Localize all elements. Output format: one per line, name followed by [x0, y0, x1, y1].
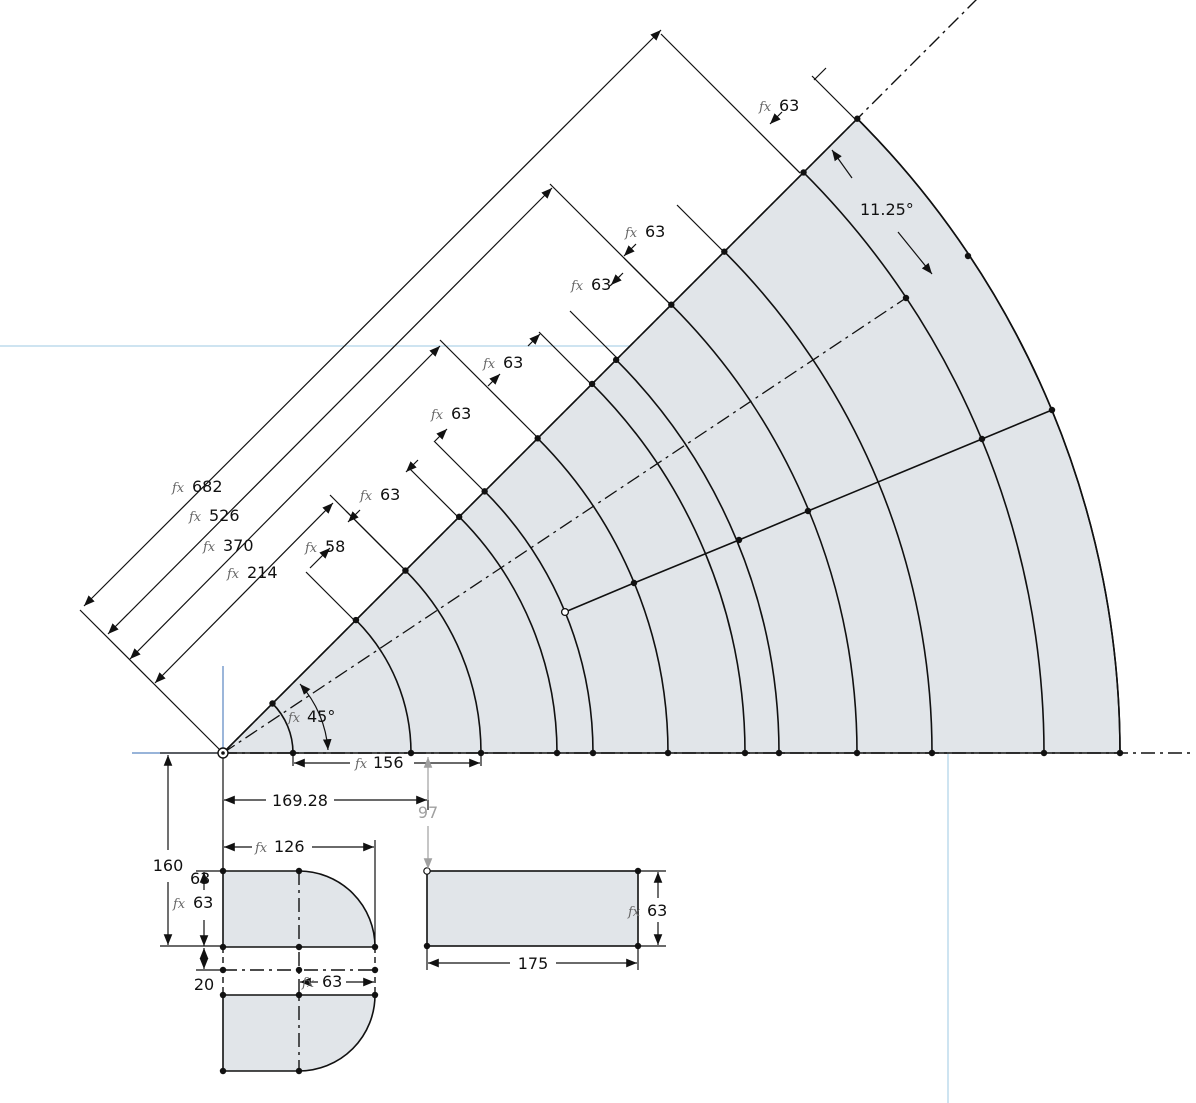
sketch-point[interactable]	[630, 579, 638, 587]
fx-icon: fx	[482, 357, 496, 372]
dim-step-4[interactable]: fx 63	[570, 275, 611, 294]
dim-step-2-value: 63	[451, 404, 471, 423]
dim-step-5-value: 63	[645, 222, 665, 241]
fx-icon: fx	[171, 481, 185, 496]
dim-split-angle[interactable]: 11.25°	[860, 200, 914, 219]
dim-aligned-370-value: 370	[223, 536, 254, 555]
dim-rectangle-height-value: 63	[647, 901, 667, 920]
sketch-point[interactable]	[735, 536, 743, 544]
fan-sector[interactable]	[221, 117, 1121, 754]
dim-vertical-offset-value: 160	[153, 856, 184, 875]
dim-first-offset[interactable]: fx 58	[304, 537, 345, 556]
dim-split-angle-value: 11.25°	[860, 200, 914, 219]
dim-aligned-370[interactable]: fx 370	[202, 536, 254, 555]
sketch-point[interactable]	[978, 435, 986, 443]
reference-dimension[interactable]: 97	[418, 757, 438, 869]
dim-step-6-value: 63	[779, 96, 799, 115]
dim-step-3-value: 63	[503, 353, 523, 372]
dim-step-1[interactable]: fx 63	[359, 485, 400, 504]
sketch-point[interactable]	[588, 380, 596, 388]
profile-points[interactable]	[219, 867, 642, 1075]
dim-horizontal-offset[interactable]: 169.28	[272, 791, 328, 810]
rectangle-shape[interactable]	[426, 870, 639, 947]
origin-point[interactable]	[217, 747, 229, 759]
dim-aligned-214[interactable]: fx 214	[226, 563, 278, 582]
sketch-point[interactable]	[804, 507, 812, 515]
fx-icon: fx	[430, 408, 444, 423]
dim-aligned-214-value: 214	[247, 563, 278, 582]
fx-icon: fx	[226, 567, 240, 582]
dim-lower-offset-value: 63	[322, 972, 342, 991]
dim-step-3[interactable]: fx 63	[482, 353, 523, 372]
sketch-point[interactable]	[800, 169, 807, 176]
sketch-point[interactable]	[269, 700, 276, 707]
dim-rectangle-width[interactable]: 175	[518, 954, 549, 973]
sketch-point[interactable]	[853, 749, 861, 757]
fx-icon: fx	[188, 510, 202, 525]
dim-step-2[interactable]: fx 63	[430, 404, 471, 423]
sketch-point[interactable]	[407, 749, 415, 757]
sketch-point[interactable]	[1116, 749, 1124, 757]
fx-icon: fx	[301, 976, 315, 991]
dim-fan-angle-value: 45°	[307, 707, 335, 726]
dim-profile-width[interactable]: fx 126	[254, 837, 305, 856]
fx-icon: fx	[202, 540, 216, 555]
dim-aligned-526[interactable]: fx 526	[188, 506, 240, 525]
sketch-point[interactable]	[664, 749, 672, 757]
dim-aligned-526-value: 526	[209, 506, 240, 525]
dim-reference-value: 97	[418, 803, 438, 822]
dim-step-5[interactable]: fx 63	[624, 222, 665, 241]
sketch-point[interactable]	[902, 294, 910, 302]
dimension-lines[interactable]	[79, 29, 933, 987]
fan-regions[interactable]	[221, 117, 1121, 754]
fx-icon: fx	[287, 711, 301, 726]
sketch-point[interactable]	[455, 513, 463, 521]
profile-shapes[interactable]	[222, 800, 376, 1072]
dim-fan-angle[interactable]: fx 45°	[287, 707, 335, 726]
dim-rectangle-width-value: 175	[518, 954, 549, 973]
sketch-point[interactable]	[553, 749, 561, 757]
dim-step-6[interactable]: fx 63	[758, 96, 799, 115]
fx-icon: fx	[758, 100, 772, 115]
sketch-point[interactable]	[964, 252, 972, 260]
sketch-point[interactable]	[928, 749, 936, 757]
dim-vertical-offset[interactable]: 160	[153, 856, 184, 875]
fx-icon: fx	[624, 226, 638, 241]
dim-first-offset-value: 58	[325, 537, 345, 556]
dim-aligned-682[interactable]: fx 682	[171, 477, 223, 496]
fan-arc[interactable]	[271, 702, 294, 754]
fx-icon: fx	[254, 841, 268, 856]
polyline-start-point[interactable]	[560, 607, 570, 617]
sketch-point[interactable]	[775, 749, 783, 757]
sketch-point[interactable]	[1048, 406, 1056, 414]
dim-profile-gap[interactable]: 20	[194, 975, 214, 994]
fx-icon: fx	[354, 757, 368, 772]
dim-rectangle-height[interactable]: fx 63	[627, 901, 667, 920]
dim-profile-height-value: 63	[193, 893, 213, 912]
fx-icon: fx	[172, 897, 186, 912]
fx-icon: fx	[570, 279, 584, 294]
fx-icon: fx	[627, 905, 641, 920]
dim-profile-height[interactable]: 63 fx 63	[172, 869, 213, 912]
sketch-point[interactable]	[589, 749, 597, 757]
sketch-point[interactable]	[741, 749, 749, 757]
dim-step-4-value: 63	[591, 275, 611, 294]
dim-step-1-value: 63	[380, 485, 400, 504]
dim-profile-width-value: 126	[274, 837, 305, 856]
fx-icon: fx	[359, 489, 373, 504]
dim-lower-offset[interactable]: fx 63	[301, 972, 342, 991]
dim-profile-gap-value: 20	[194, 975, 214, 994]
fx-icon: fx	[304, 541, 318, 556]
dim-profile-height-value-top: 63	[190, 869, 210, 888]
dim-aligned-682-value: 682	[192, 477, 223, 496]
dim-base-length-value: 156	[373, 753, 404, 772]
sketch-point[interactable]	[1040, 749, 1048, 757]
dim-base-length[interactable]: fx 156	[354, 753, 404, 772]
dim-horizontal-offset-value: 169.28	[272, 791, 328, 810]
dimension-labels[interactable]: fx 682 fx 526 fx 370 fx 214 fx 58 fx 63	[153, 96, 914, 994]
